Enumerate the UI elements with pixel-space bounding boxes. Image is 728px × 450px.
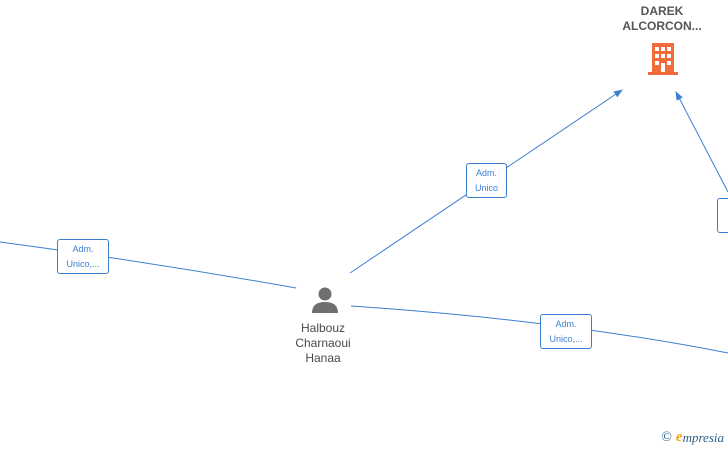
person-icon[interactable] [312, 287, 338, 314]
copyright-symbol: © [661, 429, 672, 445]
edge-label-to-company-line-1: Adm. [475, 168, 497, 178]
edge-label-far-right[interactable] [717, 198, 728, 233]
brand-name: mpresia [682, 429, 724, 445]
building-icon[interactable] [648, 43, 678, 75]
edge-label-to-company-line-2: Unico [474, 182, 498, 193]
edge-label-right-line-1: Adm. [555, 319, 577, 329]
company-name-line-2: ALCORCON... [622, 19, 702, 33]
edge-label-right[interactable]: Adm. Unico,... [540, 314, 592, 349]
edge-left [0, 241, 297, 289]
edge-far-right [675, 91, 728, 193]
person-name[interactable]: Halbouz Charnaoui Hanaa [268, 321, 378, 366]
edge-label-right-line-2: Unico,... [549, 333, 583, 344]
person-name-line-2: Charnaoui [295, 336, 351, 350]
edge-label-left-line-1: Adm. [72, 244, 94, 254]
person-name-line-1: Halbouz [300, 321, 346, 335]
edge-label-left-line-2: Unico,... [66, 258, 100, 269]
person-name-line-3: Hanaa [305, 351, 341, 365]
company-name-line-1: DAREK [640, 4, 684, 18]
edge-label-left[interactable]: Adm. Unico,... [57, 239, 109, 274]
empresia-watermark: © e mpresia [661, 429, 724, 446]
brand-initial: e [675, 429, 683, 445]
company-name[interactable]: DAREK ALCORCON... [607, 4, 717, 34]
edge-label-to-company[interactable]: Adm. Unico [466, 163, 507, 198]
